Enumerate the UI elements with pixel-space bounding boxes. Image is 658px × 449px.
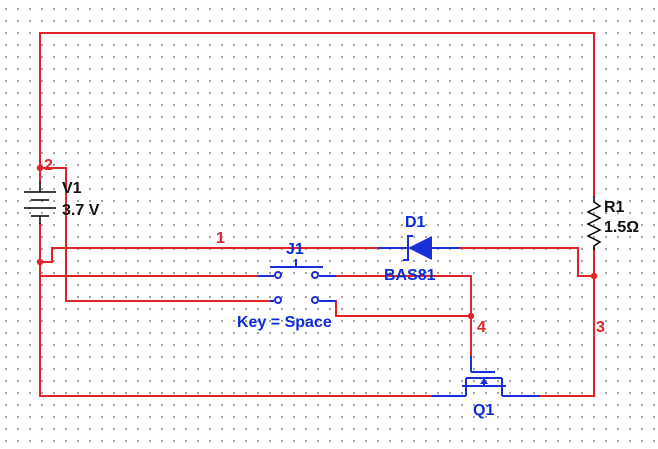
- wire-top-loop[interactable]: [39, 32, 595, 197]
- wire-net-1[interactable]: [39, 247, 379, 263]
- wires: [36, 32, 598, 397]
- r1-value-label: 1.5Ω: [604, 219, 640, 236]
- v1-ref-label: V1: [62, 180, 82, 197]
- wire-battery-bottom[interactable]: [39, 223, 433, 397]
- v1-value-label: 3.7 V: [62, 202, 100, 219]
- junction-net-2: [36, 164, 44, 172]
- wire-j1-lower-right[interactable]: [335, 300, 472, 317]
- d1-ref-label: D1: [405, 214, 426, 231]
- wire-net-2-stub[interactable]: [39, 167, 271, 302]
- diode-d1-symbol[interactable]: [378, 235, 460, 261]
- net-label-1: 1: [216, 230, 225, 247]
- junction-net-3: [590, 272, 598, 280]
- net-label-3: 3: [596, 319, 605, 336]
- mosfet-q1-symbol[interactable]: [432, 356, 540, 397]
- battery-v1-symbol[interactable]: [24, 182, 56, 224]
- r1-ref-label: R1: [604, 199, 625, 216]
- j1-ref-label: J1: [286, 241, 304, 258]
- switch-j1-symbol[interactable]: [258, 259, 336, 304]
- junction-left: [36, 258, 44, 266]
- net-label-2: 2: [44, 157, 53, 174]
- net-label-4: 4: [477, 319, 486, 336]
- q1-ref-label: Q1: [473, 402, 495, 419]
- resistor-r1-symbol[interactable]: [586, 196, 602, 250]
- j1-key-label: Key = Space: [237, 314, 332, 331]
- junction-net-4: [467, 312, 475, 320]
- wire-diode-to-r1[interactable]: [459, 247, 595, 277]
- wire-r1-bottom[interactable]: [539, 247, 595, 397]
- d1-part-label: BAS81: [384, 267, 436, 284]
- wire-net-4[interactable]: [335, 275, 472, 357]
